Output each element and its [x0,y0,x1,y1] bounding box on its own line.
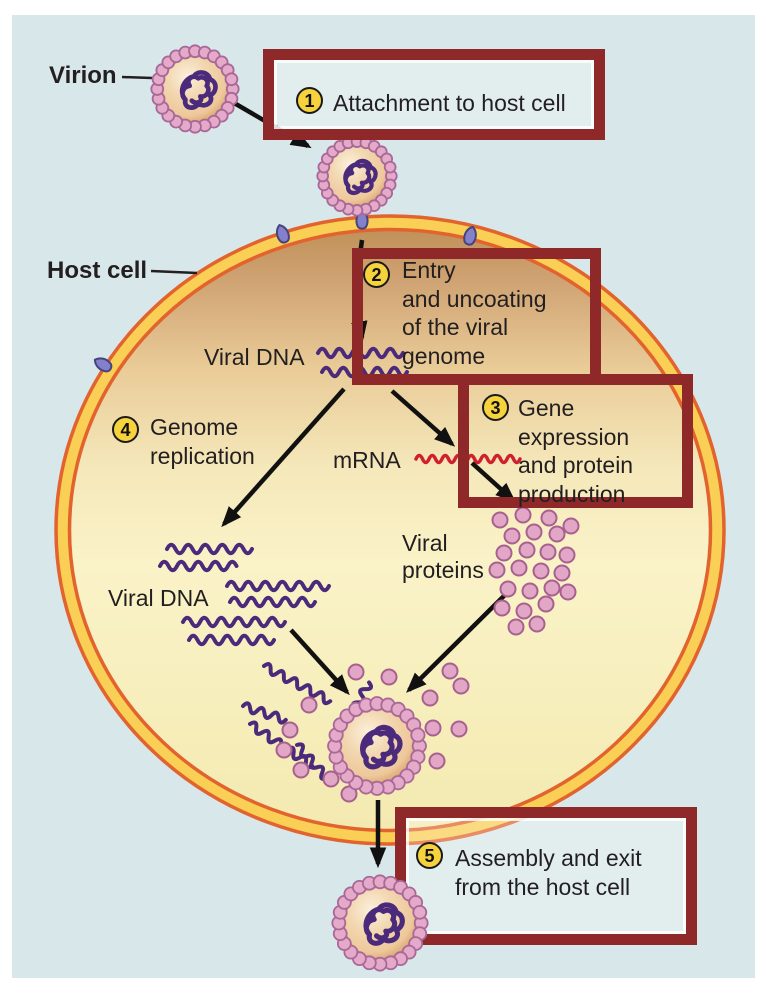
viral-proteins-line: Viral [402,530,448,556]
step-2-line: Entry [402,257,456,283]
step-3-line: production [518,480,626,507]
step-5-label: Assembly and exit from the host cell [455,844,642,901]
step-4-number: 4 [112,416,139,443]
step-2-number: 2 [363,261,390,288]
host-cell-label: Host cell [47,257,148,284]
step-3-number: 3 [482,394,509,421]
step-1-number: 1 [296,87,323,114]
virion-label: Virion [49,62,117,89]
step-3-label: Gene expression and protein production [518,394,633,508]
step-5-line: from the host cell [455,873,631,900]
step-4-line: replication [150,442,255,469]
step-3-line: and protein [518,452,634,478]
step-2-label: Entry and uncoating of the viral genome [402,256,547,370]
step-4-line: Genome [150,414,239,440]
mrna-label: mRNA [333,447,401,473]
step-2-line: of the viral [402,314,509,340]
viral-dna-top-label: Viral DNA [204,344,305,370]
step-2-line: genome [402,342,486,369]
viral-proteins-line: proteins [402,557,484,583]
step-1-label: Attachment to host cell [333,90,566,116]
step-5-line: Assembly and exit [455,845,642,871]
viral-dna-bottom-label: Viral DNA [108,585,209,611]
step-4-label: Genome replication [150,413,255,470]
step-2-line: and uncoating [402,285,547,312]
step-5-number: 5 [416,842,443,869]
step-3-line: Gene [518,395,575,421]
step-3-line: expression [518,423,630,450]
viral-proteins-label: Viral proteins [402,530,484,584]
